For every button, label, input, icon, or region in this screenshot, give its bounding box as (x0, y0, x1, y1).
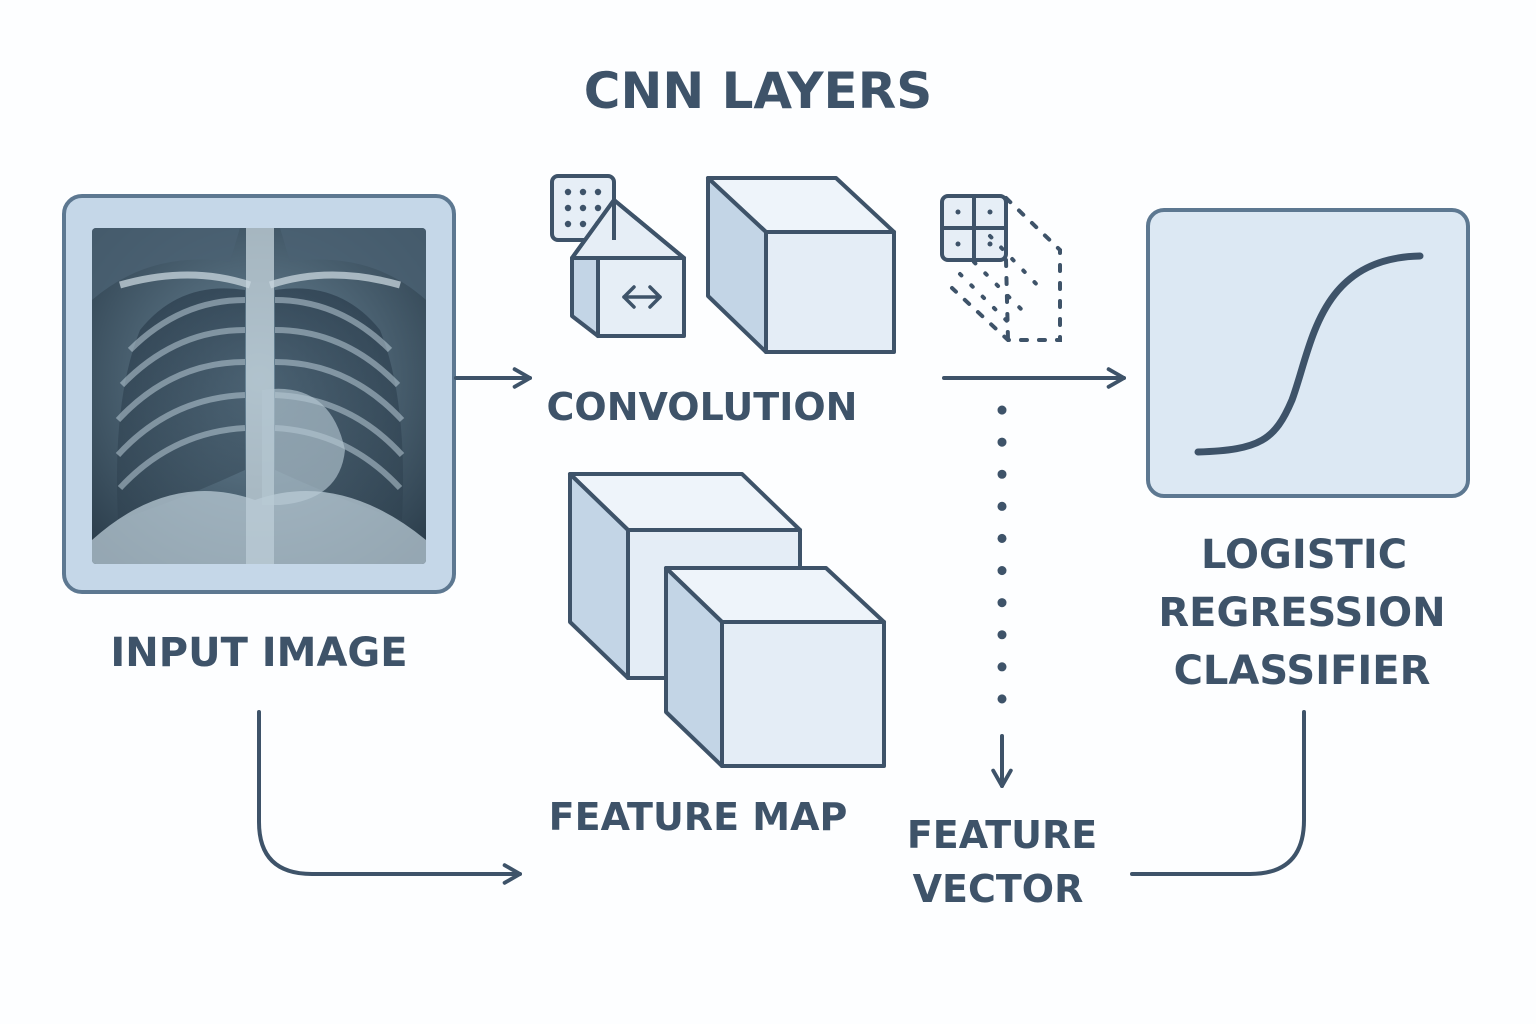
classifier-label-line1: LOGISTIC (1201, 532, 1407, 578)
arrow-input-to-feature-map (257, 710, 522, 885)
convolution-large-cube (706, 176, 896, 354)
input-image-label: INPUT IMAGE (110, 630, 407, 676)
feature-vector-label-line2: VECTOR (913, 867, 1084, 911)
feature-map-back-cube (568, 472, 802, 680)
input-image-frame (62, 194, 456, 594)
classifier-label-line3: CLASSIFIER (1174, 648, 1431, 694)
feature-vector-label-line1: FEATURE (907, 813, 1097, 857)
diagram-title: CNN LAYERS (584, 62, 932, 120)
convolution-small-cube (570, 198, 686, 338)
convolution-label: CONVOLUTION (547, 385, 858, 429)
dotted-pooled-volume (950, 196, 1062, 342)
connector-classifier-to-feature-vector (1130, 710, 1306, 876)
feature-map-label: FEATURE MAP (549, 795, 848, 839)
bidirectional-arrow-icon (622, 285, 662, 309)
chest-xray-image (92, 228, 426, 564)
sigmoid-curve-icon (1194, 252, 1424, 456)
pooling-grid-icon (940, 194, 1008, 262)
feature-map-front-cube (664, 566, 886, 768)
classifier-label-line2: REGRESSION (1158, 590, 1445, 636)
